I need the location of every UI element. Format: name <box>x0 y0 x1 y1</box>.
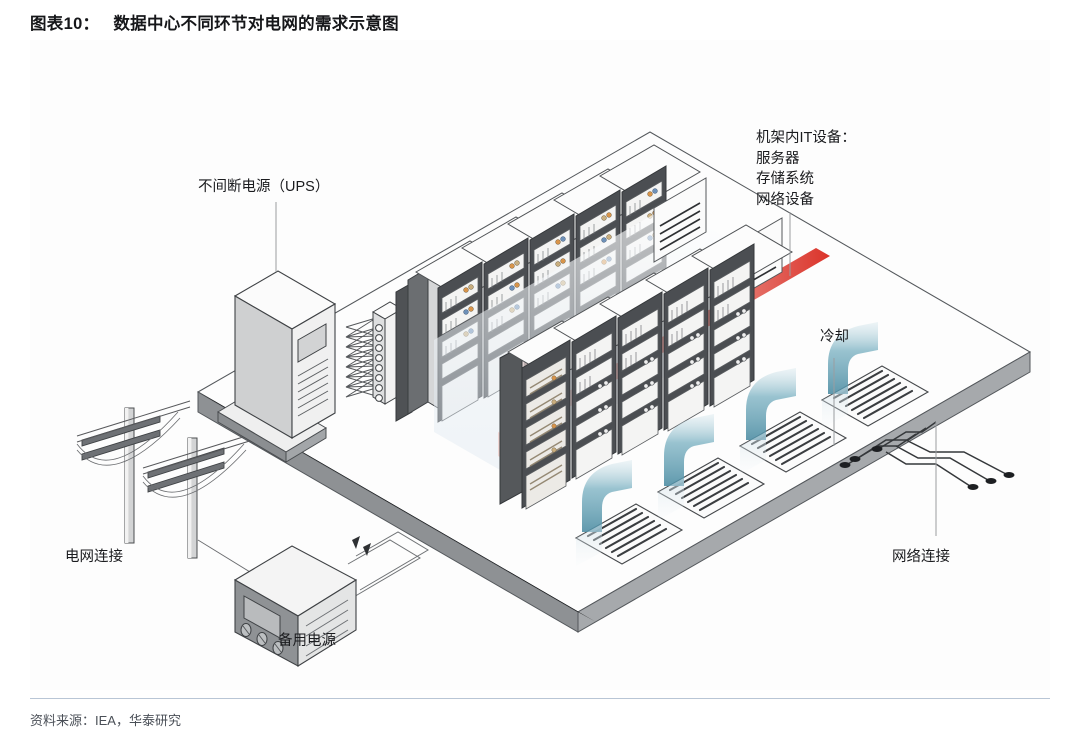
figure-number: 图表10： <box>30 15 100 33</box>
label-it-equipment-server: 服务器 <box>756 150 800 167</box>
ups-cabinet <box>217 202 337 463</box>
floor-grille-2 <box>656 457 766 519</box>
page-title: 图表10： 数据中心不同环节对电网的需求示意图 <box>30 10 1050 34</box>
cool-airflow-1 <box>576 460 632 566</box>
cool-airflow-3 <box>740 368 796 474</box>
cool-airflow-2 <box>658 414 714 520</box>
backup-generator <box>233 531 429 667</box>
label-grid-connection: 电网连接 <box>65 549 123 565</box>
floor-grille-4 <box>820 365 930 427</box>
leader-lines <box>789 212 937 536</box>
label-it-equipment-network: 网络设备 <box>756 191 814 208</box>
label-ups: 不间断电源（UPS） <box>198 179 330 195</box>
diagram-canvas <box>30 40 1050 690</box>
floor-grille-1 <box>574 503 684 565</box>
cooling-airflow-group <box>576 322 878 566</box>
label-it-equipment: 机架内IT设备： 服务器 存储系统 网络设备 <box>756 128 856 210</box>
footer-divider <box>30 698 1050 699</box>
floor-grilles <box>574 365 930 565</box>
label-cooling: 冷却 <box>820 329 849 345</box>
label-backup-power: 备用电源 <box>278 633 336 649</box>
figure-title-text: 数据中心不同环节对电网的需求示意图 <box>113 14 399 33</box>
rack-front-1 <box>521 339 571 510</box>
utility-pole-1 <box>76 400 191 544</box>
rack-front-2 <box>571 315 617 480</box>
grid-connection-group <box>76 400 277 589</box>
rack-front-3 <box>617 291 663 456</box>
label-it-equipment-storage: 存储系统 <box>756 171 814 187</box>
figure-panel: 不间断电源（UPS） 机架内IT设备： 服务器 存储系统 网络设备 冷却 电网连… <box>30 40 1050 690</box>
front-rack-row <box>499 224 793 510</box>
distribution-ports <box>375 324 383 402</box>
network-cables <box>847 421 1007 487</box>
utility-pole-2 <box>142 432 257 559</box>
source-note: 资料来源：IEA，华泰研究 <box>30 713 181 728</box>
label-network-connection: 网络连接 <box>892 549 950 565</box>
figure-header: 图表10： 数据中心不同环节对电网的需求示意图 <box>30 10 1050 42</box>
datacenter-isometric-svg <box>76 131 1032 667</box>
rack-front-5 <box>709 243 755 408</box>
network-cable-endpoints <box>839 446 1015 490</box>
return-vent-1 <box>653 177 707 263</box>
label-it-equipment-title: 机架内IT设备： <box>756 130 856 146</box>
cool-airflow-4 <box>822 322 878 428</box>
rack-front-4 <box>663 267 709 432</box>
power-cable-harness <box>345 317 377 398</box>
